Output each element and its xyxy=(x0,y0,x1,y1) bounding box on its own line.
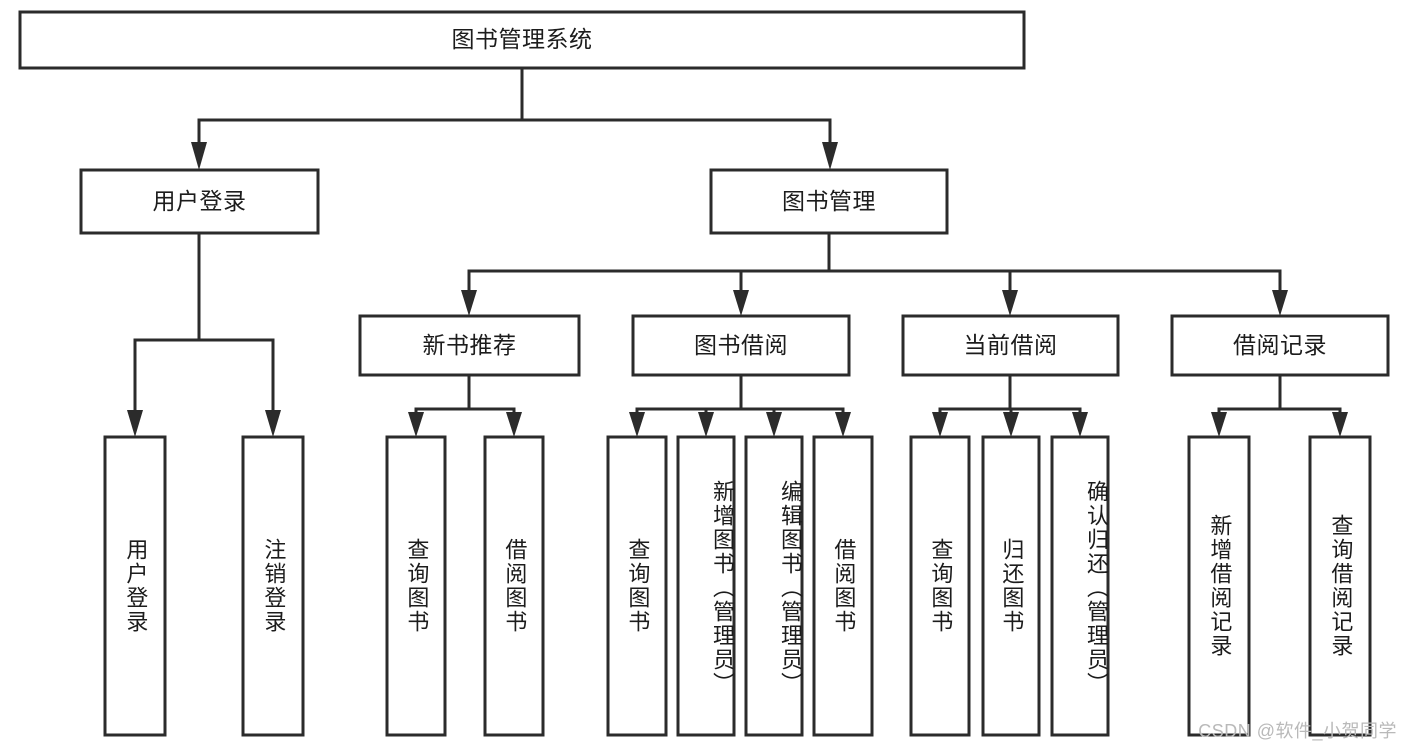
connector-borrow-record-to-leaves xyxy=(1211,373,1348,437)
node-box-root[interactable] xyxy=(18,10,1026,70)
node-box-leaf-query-book-1[interactable] xyxy=(385,435,447,737)
connector-root-to-level2 xyxy=(191,66,838,170)
node-box-leaf-edit-book[interactable] xyxy=(744,435,804,737)
node-box-user-login[interactable] xyxy=(79,168,320,235)
connector-current-borrow-to-leaves xyxy=(932,373,1088,437)
node-box-borrow-record[interactable] xyxy=(1170,314,1390,377)
node-box-current-borrow[interactable] xyxy=(901,314,1120,377)
node-box-book-management[interactable] xyxy=(709,168,949,235)
node-box-leaf-borrow-book-1[interactable] xyxy=(483,435,545,737)
connector-user-login-to-leaves xyxy=(127,231,281,437)
node-box-leaf-return-book[interactable] xyxy=(981,435,1041,737)
node-box-book-borrow[interactable] xyxy=(631,314,851,377)
node-box-leaf-query-book-2[interactable] xyxy=(606,435,668,737)
connector-book-borrow-to-leaves xyxy=(629,373,851,437)
node-box-leaf-query-book-3[interactable] xyxy=(909,435,971,737)
node-box-new-book-recommend[interactable] xyxy=(358,314,581,377)
connector-new-book-recommend-to-leaves xyxy=(408,373,522,437)
node-box-leaf-add-book[interactable] xyxy=(676,435,736,737)
node-box-leaf-user-logout[interactable] xyxy=(241,435,305,737)
node-box-leaf-add-record[interactable] xyxy=(1187,435,1251,737)
watermark-text: CSDN @软件_小贺同学 xyxy=(1198,721,1397,741)
node-box-leaf-query-record[interactable] xyxy=(1308,435,1372,737)
node-box-leaf-confirm-return[interactable] xyxy=(1050,435,1110,737)
node-box-leaf-user-login[interactable] xyxy=(103,435,167,737)
node-box-leaf-borrow-book-2[interactable] xyxy=(812,435,874,737)
connector-book-management-to-level3 xyxy=(461,231,1288,316)
